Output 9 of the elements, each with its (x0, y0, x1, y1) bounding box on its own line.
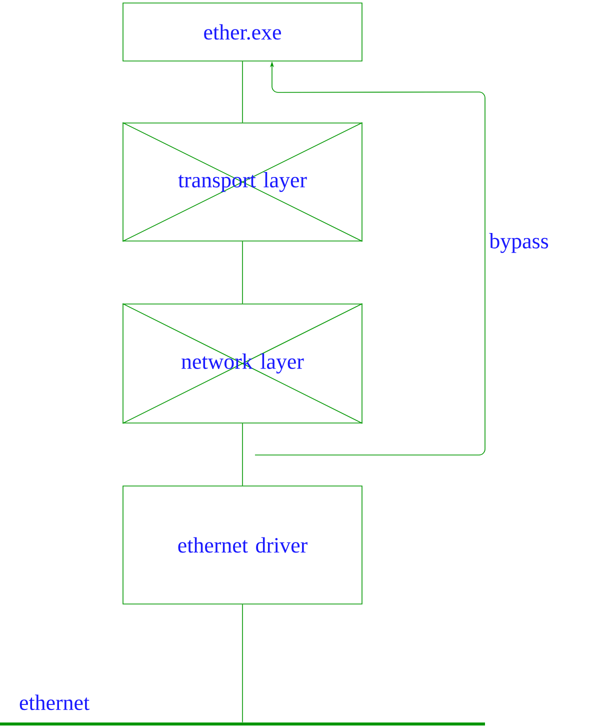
connector-line (242, 604, 243, 723)
connector-line (242, 241, 243, 304)
network-bus: ethernet (0, 694, 485, 726)
process-box: ethernet driver (122, 486, 362, 604)
node-label: ethernet (20, 694, 90, 710)
process-box: ether.exe (122, 2, 362, 62)
connector-line (242, 423, 243, 486)
connector-line (242, 61, 243, 123)
edge-label: bypass (489, 233, 548, 253)
